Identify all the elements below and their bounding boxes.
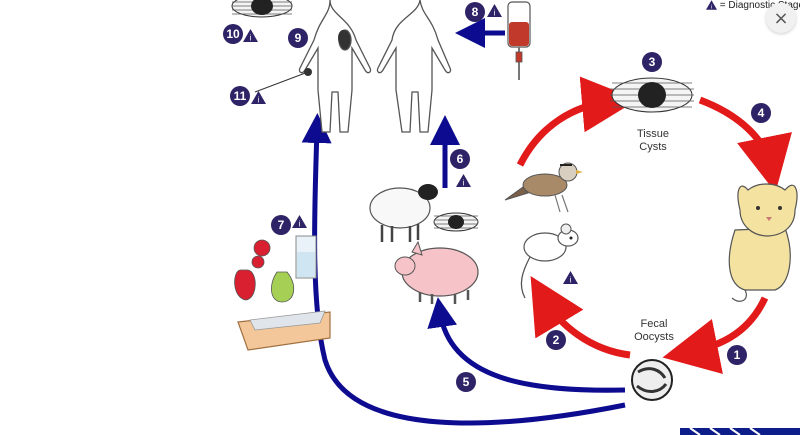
diagnostic-stage-icon: i bbox=[243, 29, 258, 42]
human-figure-right bbox=[376, 0, 452, 133]
human-figure-left bbox=[298, 0, 372, 133]
diagnostic-stage-icon: i bbox=[456, 174, 471, 187]
svg-text:i: i bbox=[250, 34, 252, 43]
stage-number-5: 5 bbox=[456, 372, 476, 392]
svg-text:i: i bbox=[258, 96, 260, 105]
red-arrow-birds-to-cysts bbox=[516, 76, 638, 167]
label-fecal-oocysts: Fecal Oocysts bbox=[634, 318, 674, 343]
stage-number-6: 6 bbox=[450, 149, 470, 169]
svg-text:i: i bbox=[570, 276, 572, 285]
stage-number-10: 10 bbox=[223, 24, 243, 44]
stage-number-2: 2 bbox=[546, 330, 566, 350]
red-arrow-cat-to-oocysts bbox=[662, 296, 769, 374]
tissue-cyst-small bbox=[433, 212, 479, 232]
close-button[interactable]: × bbox=[766, 3, 796, 33]
svg-text:i: i bbox=[494, 9, 496, 18]
legend-label: = Diagnostic Stage bbox=[719, 0, 800, 11]
diagnostic-stage-icon: i bbox=[292, 215, 307, 228]
svg-text:i: i bbox=[463, 179, 465, 188]
svg-text:i: i bbox=[299, 220, 301, 229]
blue-arrow-oocysts-to-human bbox=[301, 113, 626, 426]
stage-number-8: 8 bbox=[465, 2, 485, 22]
human-organ-detail bbox=[254, 30, 348, 93]
label-tissue-cysts: Tissue Cysts bbox=[637, 128, 669, 153]
diagnostic-stage-icon: i bbox=[487, 4, 502, 17]
stage-number-1: 1 bbox=[727, 345, 747, 365]
close-icon[interactable]: × bbox=[773, 7, 789, 29]
food-and-water-illustration bbox=[234, 235, 317, 303]
red-arrow-oocysts-to-rodent bbox=[530, 275, 631, 359]
tissue-cyst-large bbox=[610, 77, 694, 113]
stage-number-4: 4 bbox=[751, 103, 771, 123]
logo-strip bbox=[680, 427, 800, 435]
blue-arrow-oocysts-to-pig bbox=[427, 297, 626, 393]
fecal-oocyst-illustration bbox=[631, 359, 673, 401]
diagnostic-stage-icon: i bbox=[251, 91, 266, 104]
rodent-illustration bbox=[520, 223, 579, 299]
stage-number-7: 7 bbox=[271, 215, 291, 235]
legend: i = Diagnostic Stage bbox=[706, 0, 800, 20]
diagnostic-stage-icon: i bbox=[563, 271, 578, 284]
litter-box-illustration bbox=[237, 310, 331, 351]
cat-illustration bbox=[728, 183, 798, 302]
stage-number-11: 11 bbox=[230, 86, 250, 106]
stage-number-9: 9 bbox=[288, 28, 308, 48]
svg-text:i: i bbox=[711, 5, 712, 10]
tissue-cyst-top-left bbox=[231, 0, 293, 18]
red-arrow-cysts-to-cat bbox=[698, 96, 792, 193]
sheep-illustration bbox=[369, 184, 438, 242]
stage-number-3: 3 bbox=[642, 52, 662, 72]
bird-illustration bbox=[504, 162, 583, 213]
blood-transfusion-bag bbox=[507, 1, 531, 80]
pig-illustration bbox=[394, 240, 479, 304]
diagnostic-legend-icon: i bbox=[706, 0, 717, 11]
